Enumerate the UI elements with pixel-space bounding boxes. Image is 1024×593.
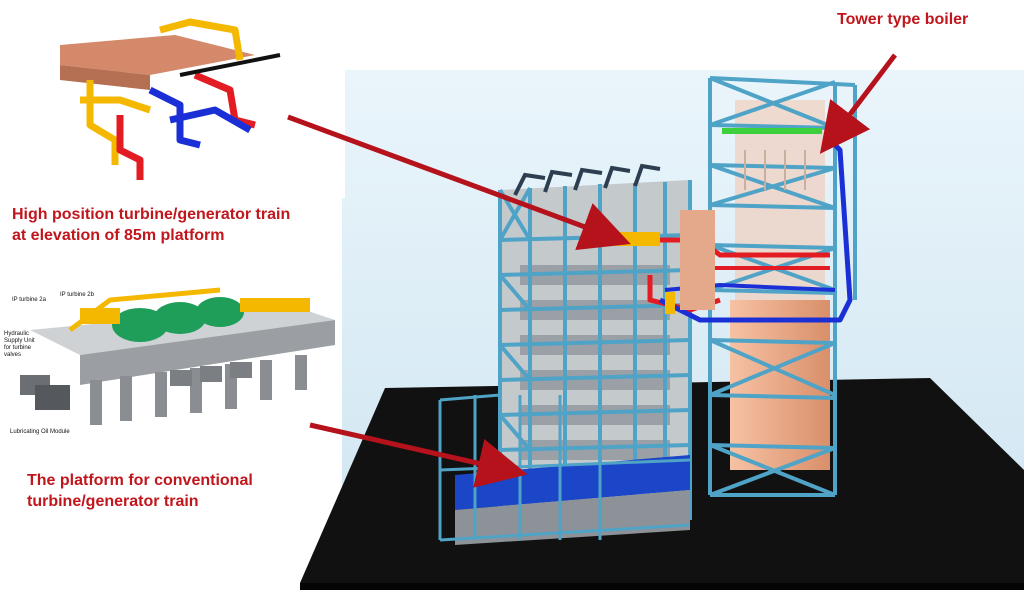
label-ip-turbine-2b: IP turbine 2b — [60, 292, 95, 298]
label-hydraulic-1: Hydraulic — [4, 331, 29, 337]
label-hydraulic-4: valves — [4, 352, 21, 358]
callout-high-position-line1: High position turbine/generator train — [12, 206, 291, 223]
callout-conventional-line1: The platform for conventional — [27, 472, 253, 489]
bridge-building — [680, 210, 715, 310]
callout-conventional-line2: turbine/generator train — [27, 493, 199, 510]
label-hydraulic-2: Supply Unit — [4, 338, 35, 344]
arrow-to-high-turbine — [287, 114, 631, 251]
conventional-turbine-inset: IP turbine 2a IP turbine 2b Hydraulic Su… — [0, 280, 335, 435]
label-ip-turbine-2a: IP turbine 2a — [12, 297, 47, 303]
callout-tower-boiler: Tower type boiler — [837, 11, 969, 28]
label-hydraulic-3: for turbine — [4, 345, 32, 351]
high-position-turbine-inset — [0, 0, 345, 198]
arrow-to-boiler — [819, 53, 897, 154]
arrow-to-platform — [309, 422, 528, 488]
callout-arrows — [287, 53, 897, 488]
callout-high-position-line2: at elevation of 85m platform — [12, 227, 225, 244]
label-lubricating-oil: Lubricating Oil Module — [10, 429, 70, 435]
